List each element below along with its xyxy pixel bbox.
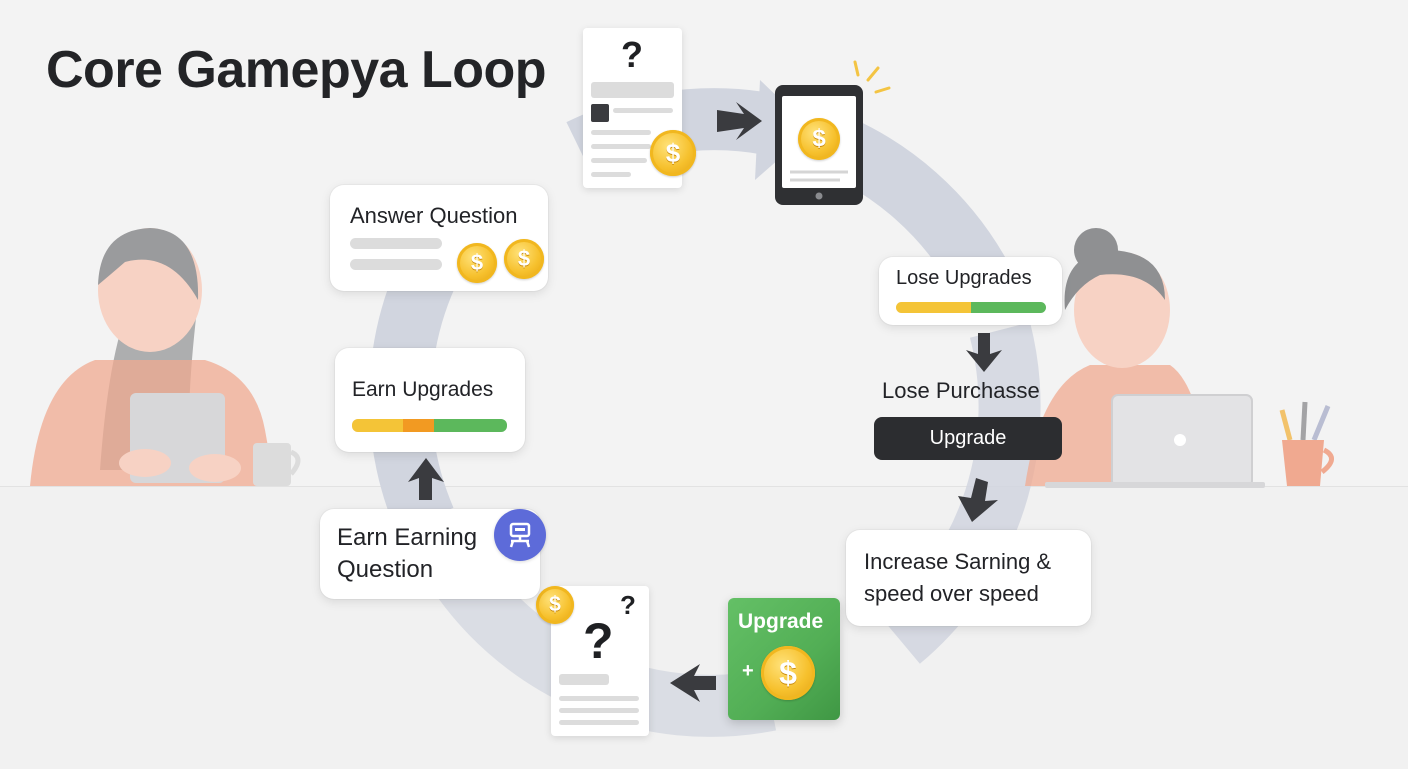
upgrade-reward-card[interactable]: Upgrade + $ — [728, 598, 840, 720]
doc-line — [559, 708, 639, 713]
robot-icon — [494, 509, 546, 561]
lose-upgrades-label: Lose Upgrades — [896, 267, 1032, 289]
mug-icon — [253, 443, 301, 486]
doc-line — [591, 144, 651, 149]
laptop-icon — [1045, 394, 1265, 488]
lose-purchase-label: Lose Purchasse — [882, 378, 1040, 403]
question-document-top: ? — [583, 28, 682, 188]
earn-earning-question-label: Earn Earning Question — [337, 524, 478, 583]
dollar-coin-icon: $ — [650, 130, 696, 176]
sparkle-icon — [853, 60, 891, 94]
upgrade-button[interactable]: Upgrade — [874, 417, 1062, 460]
increase-earning-label: Increase Sarning & speed over speed — [864, 549, 1052, 606]
question-mark-icon: ? — [620, 590, 636, 620]
arrow-icon — [966, 333, 1002, 372]
question-mark-icon: ? — [583, 613, 614, 669]
doc-line — [591, 172, 631, 177]
arrow-icon — [958, 478, 998, 522]
answer-question-label: Answer Question — [350, 203, 518, 228]
earn-upgrades-label: Earn Upgrades — [352, 378, 494, 401]
person-left-illustration — [30, 228, 275, 486]
doc-line — [591, 130, 651, 135]
dollar-coin-icon: $ — [504, 239, 544, 279]
earn-upgrades-progress — [352, 419, 507, 432]
question-mark-icon: ? — [621, 34, 643, 75]
doc-line — [613, 108, 673, 113]
placeholder-line — [350, 238, 442, 249]
dollar-coin-icon: $ — [761, 646, 815, 700]
answer-question-card[interactable]: Answer Question $ $ — [330, 185, 548, 291]
dollar-coin-icon: $ — [798, 118, 840, 160]
earn-upgrades-card[interactable]: Earn Upgrades — [335, 348, 525, 452]
dollar-coin-icon: $ — [536, 586, 574, 624]
pencil-cup-icon — [1279, 401, 1334, 486]
lose-upgrades-progress — [896, 302, 1046, 313]
doc-line — [591, 158, 647, 163]
robot-icon-glyph — [509, 522, 531, 548]
dollar-coin-icon: $ — [457, 243, 497, 283]
image-placeholder-icon — [591, 104, 609, 122]
arrow-icon — [408, 458, 444, 500]
page-title: Core Gamepya Loop — [46, 41, 547, 99]
arrow-icon — [717, 102, 762, 140]
increase-earning-card[interactable]: Increase Sarning & speed over speed — [846, 530, 1091, 626]
lose-upgrades-card[interactable]: Lose Upgrades — [879, 257, 1062, 325]
doc-line — [559, 720, 639, 725]
plus-icon: + — [742, 660, 754, 682]
upgrade-reward-label: Upgrade — [738, 610, 824, 633]
doc-line — [591, 82, 674, 98]
arrow-icon — [670, 664, 716, 702]
doc-line — [559, 674, 609, 685]
placeholder-line — [350, 259, 442, 270]
doc-line — [559, 696, 639, 701]
